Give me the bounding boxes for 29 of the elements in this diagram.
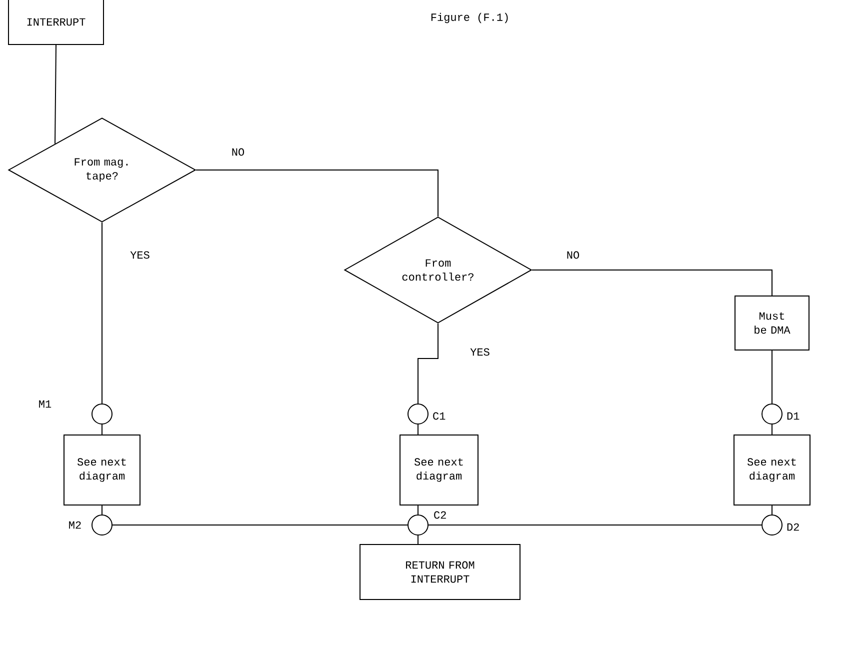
- connector-circle: [408, 514, 428, 536]
- process-box: Must be DMA: [734, 296, 810, 350]
- connector-line: [428, 524, 762, 526]
- connector-circle: [762, 514, 782, 536]
- connector-circle: [762, 404, 782, 424]
- connector-line: [418, 323, 438, 404]
- figure-title: Figure (F.1): [431, 12, 508, 24]
- edge-label: NO: [232, 148, 244, 156]
- connector-label: D1: [787, 412, 800, 420]
- edge-label: YES: [470, 348, 490, 356]
- edge-label: YES: [130, 251, 150, 259]
- process-box: INTERRUPT: [8, 0, 104, 45]
- process-box: See next diagram: [64, 434, 140, 506]
- connector-label: M1: [39, 400, 52, 408]
- edge-label: NO: [567, 251, 580, 259]
- connector-circle: [92, 404, 112, 424]
- process-box: See next diagram: [734, 434, 810, 506]
- connector-label: C1: [433, 412, 446, 420]
- connector-label: M2: [69, 521, 81, 529]
- connector-line: [196, 170, 438, 217]
- connector-line: [112, 524, 408, 526]
- process-box: See next diagram: [400, 434, 478, 506]
- connector-label: C2: [434, 511, 446, 519]
- process-box: RETURN FROM INTERRUPT: [360, 544, 520, 600]
- connector-circle: [408, 404, 428, 424]
- connector-line: [54, 44, 56, 144]
- connector-label: D2: [787, 523, 799, 531]
- connector-circle: [92, 514, 112, 536]
- connector-line: [532, 270, 772, 296]
